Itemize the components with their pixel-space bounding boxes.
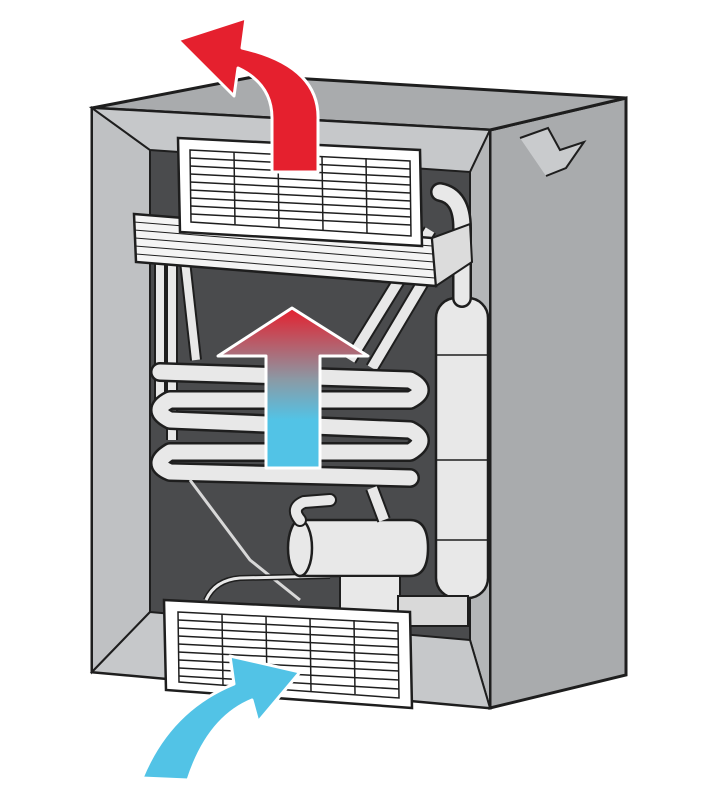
interior-left-wall <box>91 106 151 675</box>
gradient-up-arrow-icon <box>216 306 370 470</box>
blue-curved-arrow-icon <box>140 654 302 782</box>
red-curved-arrow-icon <box>176 16 320 174</box>
cabinet-side-wall <box>488 96 628 710</box>
upper-vent-grille <box>176 136 424 248</box>
boiler-cylinder <box>286 485 430 578</box>
burner-housing <box>339 575 401 613</box>
roof-notch <box>519 126 587 177</box>
lower-vent-grille <box>162 598 414 710</box>
absorber-tank <box>434 296 490 600</box>
thin-wire <box>188 479 301 602</box>
